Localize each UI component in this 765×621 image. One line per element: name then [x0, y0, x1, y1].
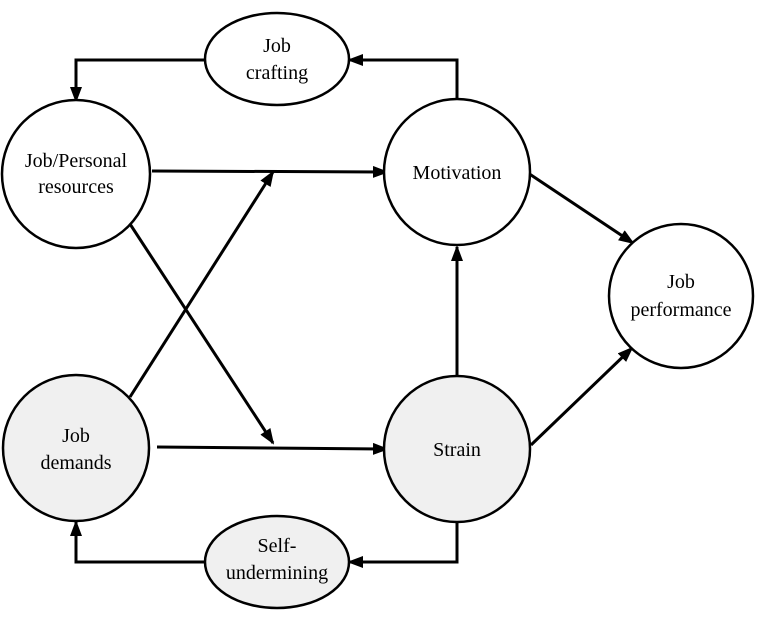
- edge-strain-to-self-undermining: [347, 522, 459, 568]
- node-job-crafting: Job crafting: [203, 11, 351, 107]
- node-resources-label-line2: resources: [38, 176, 114, 198]
- node-strain-shape: [382, 374, 532, 524]
- node-self-undermining-shape: [203, 514, 351, 610]
- node-demands-label-line2: demands: [40, 452, 111, 474]
- node-performance: Job performance: [607, 222, 755, 370]
- node-demands-shape: [1, 373, 151, 523]
- node-strain-label: Strain: [433, 439, 481, 461]
- node-resources-shape: [0, 98, 152, 250]
- node-strain: Strain: [382, 374, 532, 524]
- node-demands: Job demands: [1, 373, 151, 523]
- edge-motivation-to-crafting: [347, 54, 459, 99]
- edge-resources-to-strain: [128, 223, 275, 445]
- node-performance-label-line2: performance: [630, 299, 731, 321]
- edge-crafting-to-resources: [70, 58, 205, 103]
- node-resources: Job/Personal resources: [0, 98, 152, 250]
- edge-resources-to-motivation: [151, 165, 389, 178]
- edges: [70, 54, 635, 568]
- node-motivation-shape: [382, 97, 532, 247]
- node-self-undermining-label-line2: undermining: [226, 562, 328, 584]
- node-motivation: Motivation: [382, 97, 532, 247]
- edge-self-undermining-to-demands: [70, 520, 205, 564]
- node-resources-label-line1: Job/Personal: [25, 150, 128, 172]
- node-self-undermining-label-line1: Self-: [258, 535, 297, 557]
- edge-strain-to-performance: [529, 346, 634, 447]
- node-motivation-label: Motivation: [413, 162, 502, 184]
- edge-demands-to-strain: [156, 442, 389, 455]
- edge-motivation-to-performance: [527, 171, 635, 245]
- node-demands-label-line1: Job: [62, 425, 90, 447]
- node-job-crafting-shape: [203, 11, 351, 107]
- node-performance-shape: [607, 222, 755, 370]
- node-job-crafting-label-line2: crafting: [246, 62, 308, 84]
- edge-demands-to-motivation: [128, 170, 275, 398]
- node-job-crafting-label-line1: Job: [263, 35, 291, 57]
- node-self-undermining: Self- undermining: [203, 514, 351, 610]
- node-performance-label-line1: Job: [667, 271, 695, 293]
